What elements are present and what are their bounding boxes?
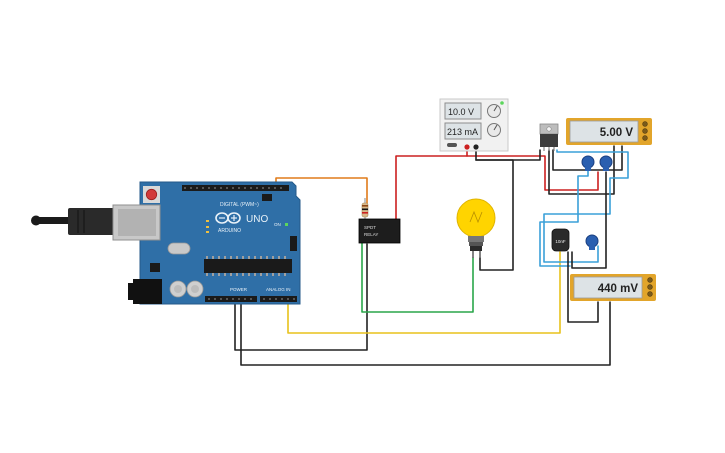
supply-terminal-negative[interactable] [473, 144, 479, 150]
power-supply[interactable]: 10.0 V 213 mA [439, 98, 509, 152]
digital-header[interactable] [182, 185, 289, 191]
potentiometer-3[interactable] [585, 234, 599, 250]
usb-cable [34, 217, 74, 224]
voltage-regulator[interactable] [539, 123, 559, 151]
supply-current-display [444, 122, 482, 140]
relay-line1: SPDT [364, 225, 376, 230]
wires [234, 145, 629, 366]
relay[interactable]: SPDT RELAY [358, 218, 401, 244]
multimeter-bottom-port-3[interactable] [647, 291, 653, 297]
arduino-uno[interactable]: DIGITAL (PWM~) UNO ARDUINO ON [31, 181, 301, 305]
analog-header[interactable] [260, 296, 297, 302]
relay-line2: RELAY [364, 232, 378, 237]
supply-voltage-display [444, 102, 482, 120]
wire-black-pot-rail[interactable] [571, 171, 607, 269]
supply-power-switch[interactable] [447, 143, 457, 147]
wire-green[interactable] [361, 229, 474, 313]
wire-black-cap-meter[interactable] [567, 251, 599, 323]
analog-header-label: ANALOG IN [266, 287, 291, 292]
multimeter-top-display [569, 120, 639, 143]
power-header[interactable] [205, 296, 257, 302]
wire-black-supply-bulb[interactable] [475, 147, 514, 271]
usb-plug [68, 208, 118, 235]
wire-blue-2[interactable] [539, 169, 589, 267]
capacitor-label: 10nF [555, 239, 566, 244]
led-rx [206, 231, 209, 233]
multimeter-bottom-display [573, 276, 643, 299]
multimeter-bottom-port-1[interactable] [647, 277, 653, 283]
icsp-header-top [262, 194, 272, 201]
multimeter-bottom[interactable]: 440 mV [570, 274, 656, 301]
supply-led [500, 101, 504, 105]
capacitor[interactable]: 10nF [551, 228, 570, 252]
led-l [206, 220, 209, 222]
on-label: ON [274, 222, 281, 227]
arduino-logo-icon [215, 212, 241, 224]
potentiometer-2[interactable] [599, 155, 613, 171]
wire-blue-1[interactable] [543, 149, 629, 263]
reset-button[interactable] [145, 188, 158, 201]
icsp-header-right [290, 236, 297, 251]
resistor[interactable] [361, 198, 369, 222]
wire-red-supply-rail[interactable] [466, 155, 599, 191]
board-regulator [150, 263, 160, 272]
multimeter-top-readout: 5.00 V [600, 127, 634, 139]
arduino-brand: ARDUINO [218, 228, 241, 234]
digital-header-label: DIGITAL (PWM~) [220, 202, 259, 208]
potentiometer-1[interactable] [581, 155, 595, 171]
dc-barrel-jack[interactable] [133, 279, 162, 304]
bulb-base [468, 236, 484, 242]
supply-current-readout: 213 mA [447, 127, 478, 137]
power-header-label: POWER [230, 287, 248, 292]
wire-black-supply-reg[interactable] [475, 149, 541, 161]
wire-yellow[interactable] [287, 251, 561, 334]
wire-black-relay-gnd[interactable] [234, 243, 368, 351]
multimeter-top-port-1[interactable] [642, 121, 648, 127]
supply-voltage-readout: 10.0 V [448, 107, 474, 117]
multimeter-bottom-readout: 440 mV [598, 283, 639, 295]
led-tx [206, 226, 209, 228]
atmega-chip [204, 259, 292, 273]
multimeter-top[interactable]: 5.00 V [566, 118, 652, 145]
light-bulb[interactable] [456, 198, 496, 258]
wire-red-supply-relay[interactable] [395, 147, 468, 221]
multimeter-bottom-port-2[interactable] [647, 284, 653, 290]
wire-black-meter[interactable] [240, 301, 611, 366]
on-led [285, 223, 288, 226]
multimeter-top-port-3[interactable] [642, 135, 648, 141]
arduino-model: UNO [246, 214, 268, 225]
supply-terminal-positive[interactable] [464, 144, 470, 150]
arduino-board [139, 181, 301, 305]
multimeter-top-port-2[interactable] [642, 128, 648, 134]
crystal [167, 242, 191, 255]
